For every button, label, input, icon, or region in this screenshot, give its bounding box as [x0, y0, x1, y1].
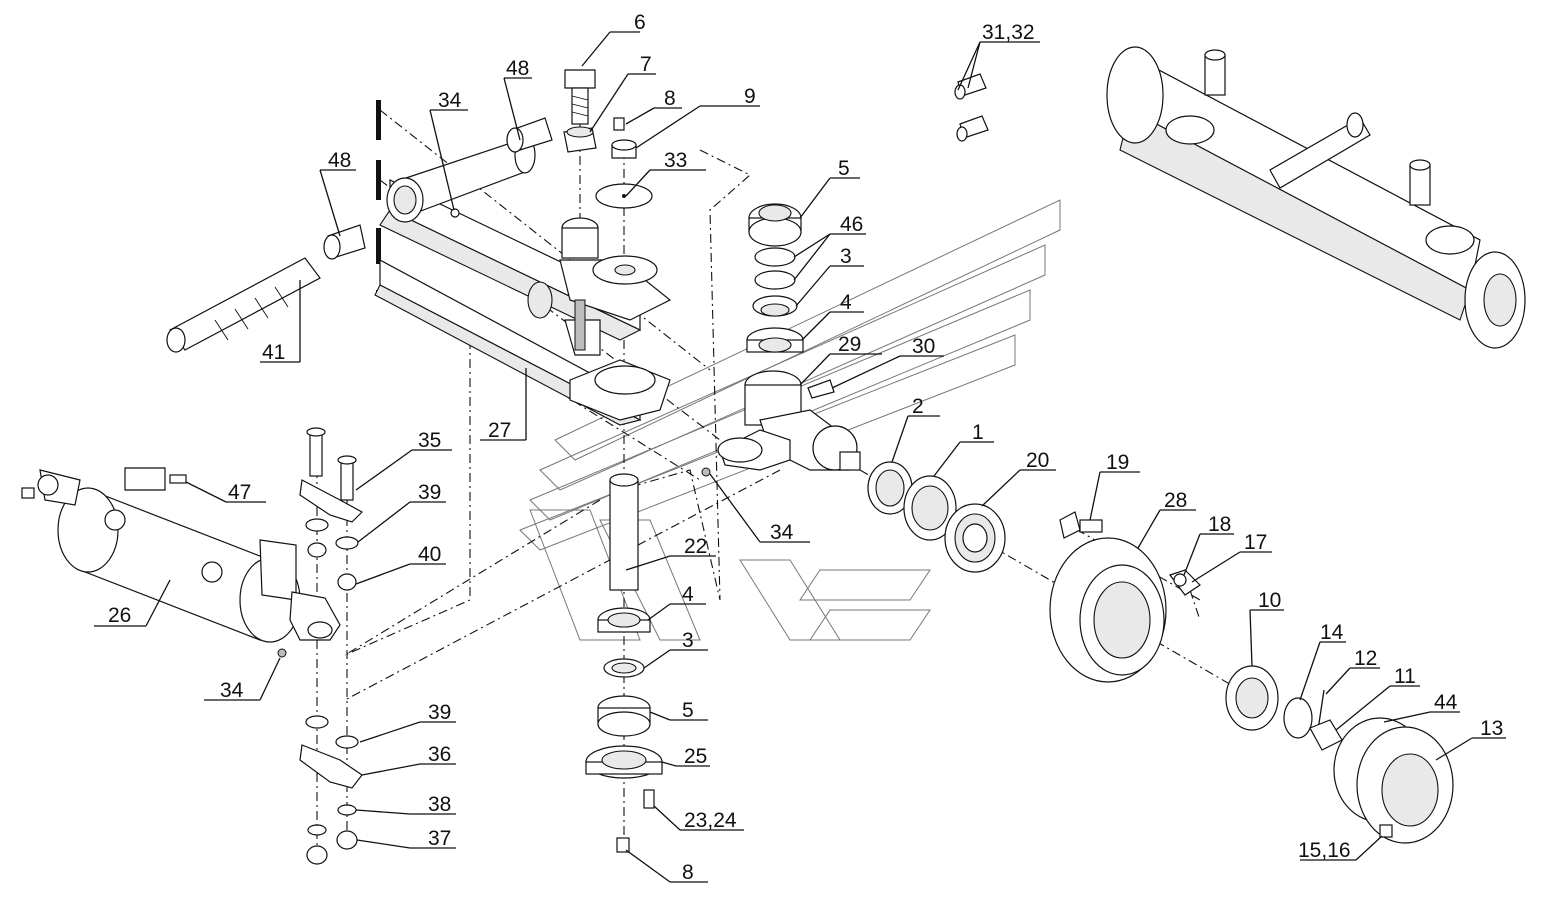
label-5: 5	[838, 157, 850, 180]
label-38: 38	[428, 793, 451, 816]
callout-labels: 6 7 8 9 48 34 48 33 5 46 3 4 29 30 41 2 …	[108, 11, 1503, 884]
label-9: 9	[744, 85, 756, 108]
label-10: 10	[1258, 589, 1281, 612]
pivot-pin-41	[166, 257, 321, 353]
label-4: 4	[840, 291, 852, 314]
lower-kingpin-stack	[585, 473, 663, 853]
label-35: 35	[418, 429, 441, 452]
label-8: 8	[664, 87, 676, 110]
assembled-axle-view	[1106, 46, 1526, 349]
hydraulic-cylinder-26	[21, 467, 341, 658]
label-12: 12	[1354, 647, 1377, 670]
label-46: 46	[840, 213, 863, 236]
label-28: 28	[1164, 489, 1187, 512]
label-44: 44	[1434, 691, 1458, 714]
leader-lines	[94, 31, 1506, 883]
label-30: 30	[912, 335, 935, 358]
cylinder-fasteners	[299, 427, 363, 865]
label-7: 7	[640, 53, 652, 76]
label-22: 22	[684, 535, 707, 558]
label-34: 34	[770, 521, 794, 544]
axle-beam-27	[374, 179, 672, 426]
label-18: 18	[1208, 513, 1231, 536]
label-37: 37	[428, 827, 451, 850]
label-34: 34	[438, 89, 462, 112]
label-47: 47	[228, 481, 251, 504]
tube-and-bushings	[323, 117, 553, 260]
hub-end-parts	[1225, 665, 1454, 844]
watermark-logo	[519, 199, 1061, 641]
label-6: 6	[634, 11, 646, 34]
upper-bearing-stack	[746, 203, 804, 353]
label-48: 48	[506, 57, 529, 80]
wheel-hub-28	[1049, 511, 1201, 683]
label-29: 29	[838, 333, 861, 356]
label-27: 27	[488, 419, 511, 442]
label-25: 25	[684, 745, 707, 768]
label-19: 19	[1106, 451, 1129, 474]
steering-knuckle-29	[701, 370, 861, 477]
label-20: 20	[1026, 449, 1049, 472]
label-11: 11	[1394, 665, 1416, 688]
top-fasteners	[563, 69, 653, 209]
label-34: 34	[220, 679, 244, 702]
label-2: 2	[912, 395, 924, 418]
label-14: 14	[1320, 621, 1344, 644]
label-13: 13	[1480, 717, 1503, 740]
label-23-24: 23,24	[684, 809, 737, 832]
hub-seals-bearing	[867, 461, 1006, 573]
label-40: 40	[418, 543, 441, 566]
label-39: 39	[428, 701, 451, 724]
label-36: 36	[428, 743, 451, 766]
label-33: 33	[664, 149, 687, 172]
label-1: 1	[972, 421, 984, 444]
label-15-16: 15,16	[1298, 839, 1351, 862]
label-26: 26	[108, 604, 131, 627]
label-31-32: 31,32	[982, 21, 1035, 44]
bolts-31-32	[954, 73, 989, 142]
label-17: 17	[1244, 531, 1267, 554]
label-41: 41	[262, 341, 285, 364]
label-39: 39	[418, 481, 441, 504]
label-48: 48	[328, 149, 351, 172]
label-8: 8	[682, 861, 694, 884]
label-3: 3	[840, 245, 852, 268]
label-4: 4	[682, 583, 694, 606]
label-5: 5	[682, 699, 694, 722]
label-3: 3	[682, 629, 694, 652]
